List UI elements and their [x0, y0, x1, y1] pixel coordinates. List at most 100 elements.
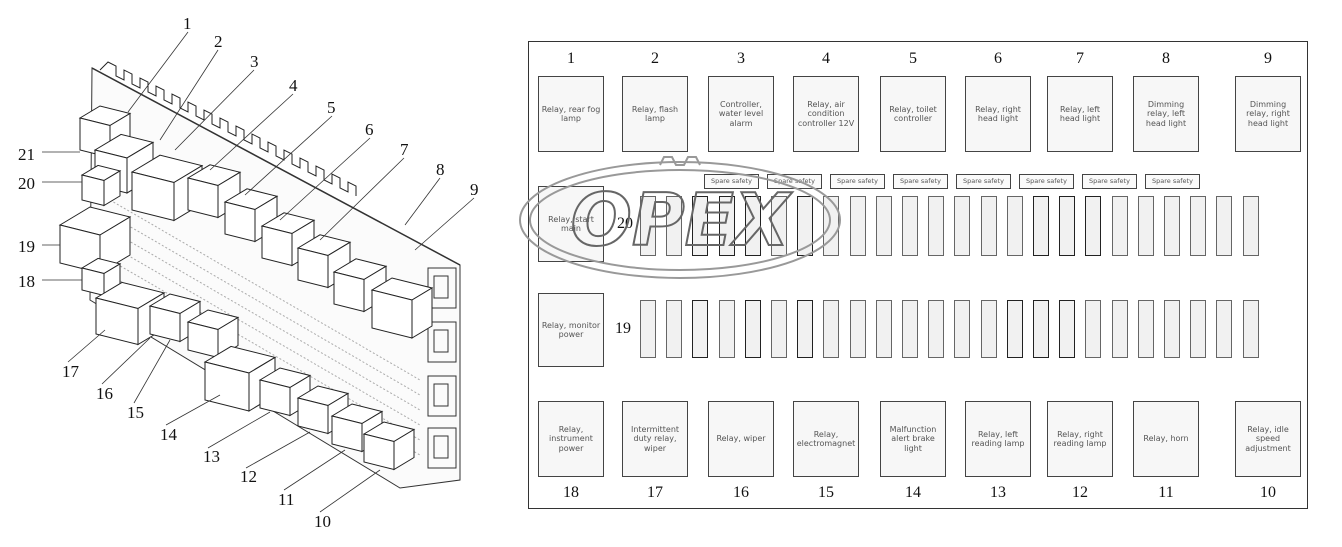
relay-cube-9	[370, 277, 434, 339]
fuse-lower-23	[1216, 300, 1233, 358]
bottom-number-8: 11	[1158, 484, 1174, 501]
relay-cube-20	[80, 164, 122, 207]
fuse-lower-20	[1137, 300, 1154, 358]
callout-15: 15	[127, 403, 144, 422]
callout-10: 10	[314, 512, 331, 531]
top-relay-9: Dimming relay, right head light	[1235, 76, 1301, 152]
fuse-upper-24	[1242, 196, 1259, 256]
fuse-upper-15	[1006, 196, 1023, 256]
fuse-upper-8	[823, 196, 840, 256]
fuse-lower-15	[1006, 300, 1023, 358]
bottom-relay-7: Relay, right reading lamp	[1047, 401, 1113, 477]
bottom-relay-6: Relay, left reading lamp	[965, 401, 1031, 477]
spare-safety-3: Spare safety	[830, 174, 885, 189]
fuse-lower-10	[875, 300, 892, 358]
top-relay-4: Relay, air condition controller 12V	[793, 76, 859, 152]
relay-cube-10	[362, 421, 416, 471]
top-number-9: 9	[1264, 50, 1272, 67]
top-number-3: 3	[737, 50, 745, 67]
callout-7: 7	[400, 140, 409, 159]
callout-21: 21	[18, 145, 35, 164]
fuse-upper-2	[666, 196, 683, 256]
fuse-lower-5	[744, 300, 761, 358]
top-relay-8: Dimming relay, left head light	[1133, 76, 1199, 152]
spare-safety-5: Spare safety	[956, 174, 1011, 189]
callout-9: 9	[470, 180, 479, 199]
leader-lines	[42, 31, 475, 513]
bottom-number-6: 13	[990, 484, 1006, 501]
fuse-upper-4	[718, 196, 735, 256]
side-number-19: 19	[615, 320, 631, 337]
spare-safety-1: Spare safety	[704, 174, 759, 189]
spare-safety-7: Spare safety	[1082, 174, 1137, 189]
callout-14: 14	[160, 425, 177, 444]
callout-19: 19	[18, 237, 35, 256]
top-number-5: 5	[909, 50, 917, 67]
fuse-upper-14	[980, 196, 997, 256]
top-relay-3: Controller, water level alarm	[708, 76, 774, 152]
callout-18: 18	[18, 272, 35, 291]
callout-11: 11	[278, 490, 295, 509]
callout-16: 16	[96, 384, 113, 403]
top-number-8: 8	[1162, 50, 1170, 67]
fuse-lower-24	[1242, 300, 1259, 358]
fuse-lower-6	[771, 300, 787, 358]
top-relay-6: Relay, right head light	[965, 76, 1031, 152]
fuse-upper-16	[1033, 196, 1049, 256]
fuse-lower-18	[1085, 300, 1102, 358]
fuse-lower-9	[849, 300, 866, 358]
top-relay-7: Relay, left head light	[1047, 76, 1113, 152]
top-relay-2: Relay, flash lamp	[622, 76, 688, 152]
fuse-lower-11	[902, 300, 918, 358]
fuse-upper-13	[954, 196, 971, 256]
fuse-upper-22	[1190, 196, 1207, 256]
bottom-number-5: 14	[905, 484, 921, 501]
fuse-lower-2	[666, 300, 683, 358]
fuse-upper-3	[692, 196, 709, 256]
top-relay-1: Relay, rear fog lamp	[538, 76, 604, 152]
callout-5: 5	[327, 98, 336, 117]
fuse-lower-4	[718, 300, 735, 358]
top-number-2: 2	[651, 50, 659, 67]
spare-safety-8: Spare safety	[1145, 174, 1200, 189]
box-body	[89, 67, 461, 489]
top-number-6: 6	[994, 50, 1002, 67]
fuse-lower-17	[1059, 300, 1076, 358]
fuse-lower-19	[1111, 300, 1128, 358]
bottom-number-2: 17	[647, 484, 663, 501]
callout-3: 3	[250, 52, 259, 71]
top-number-1: 1	[567, 50, 575, 67]
spare-safety-6: Spare safety	[1019, 174, 1074, 189]
right-connectors	[427, 267, 457, 469]
side-number-20: 20	[617, 215, 633, 232]
relay-cube-19	[58, 206, 132, 274]
bottom-number-3: 16	[733, 484, 749, 501]
relay-cube-2	[130, 154, 204, 222]
fuse-lower-14	[980, 300, 997, 358]
bottom-relay-8: Relay, horn	[1133, 401, 1199, 477]
bottom-number-9: 10	[1260, 484, 1276, 501]
side-relay-19: Relay, monitor power	[538, 293, 604, 367]
callout-6: 6	[365, 120, 374, 139]
top-relay-5: Relay, toilet controller	[880, 76, 946, 152]
top-number-4: 4	[822, 50, 830, 67]
fuse-upper-1	[640, 196, 656, 256]
callout-1: 1	[183, 14, 192, 33]
bottom-relay-5: Malfunction alert brake light	[880, 401, 946, 477]
fuse-lower-21	[1164, 300, 1180, 358]
fuse-lower-16	[1033, 300, 1049, 358]
bottom-relay-1: Relay, instrument power	[538, 401, 604, 477]
fuse-upper-6	[771, 196, 787, 256]
fuse-upper-23	[1216, 196, 1233, 256]
fuse-lower-12	[928, 300, 945, 358]
relay-cube-4	[223, 188, 279, 243]
fuse-lower-13	[954, 300, 971, 358]
top-number-7: 7	[1076, 50, 1084, 67]
side-relay-20: Relay, start main	[538, 186, 604, 262]
callout-2: 2	[214, 32, 223, 51]
fuse-upper-5	[744, 196, 761, 256]
bottom-relay-3: Relay, wiper	[708, 401, 774, 477]
callout-8: 8	[436, 160, 445, 179]
fuse-upper-18	[1085, 196, 1102, 256]
